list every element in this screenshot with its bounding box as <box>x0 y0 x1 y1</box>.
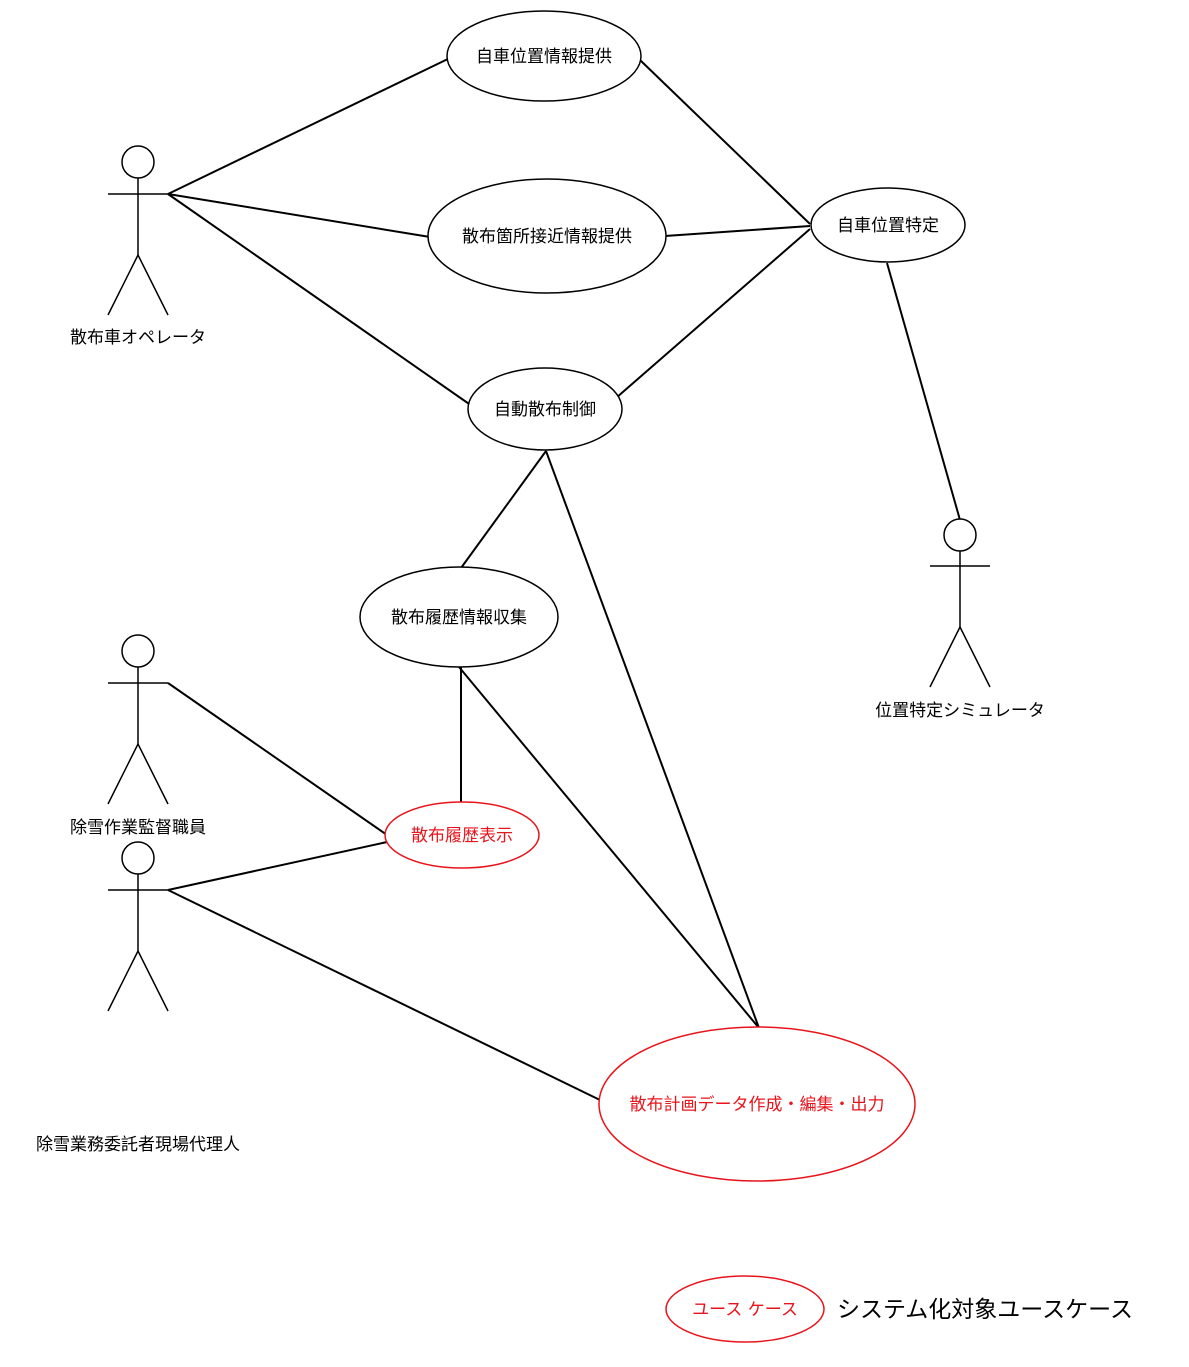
use-case-approach-info: 散布箇所接近情報提供 <box>427 178 667 294</box>
use-case-label: 散布箇所接近情報提供 <box>462 227 632 247</box>
actor-label: 位置特定シミュレータ <box>875 701 1045 721</box>
legend-sample-ellipse <box>665 1275 825 1343</box>
edge-history-collect-plan-data <box>458 666 760 1029</box>
actor-contractor: 除雪業務委託者現場代理人 <box>36 841 240 1155</box>
legend-description: システム化対象ユースケース <box>837 1297 1133 1323</box>
actor-supervisor: 除雪作業監督職員 <box>70 634 206 838</box>
use-case-label: 自車位置特定 <box>837 216 939 236</box>
use-case-auto-spread-control: 自動散布制御 <box>467 367 623 451</box>
edge-auto-spread-identify <box>615 228 811 399</box>
edge-auto-spread-plan-data <box>545 450 760 1029</box>
use-case-label: 散布計画データ作成・編集・出力 <box>630 1094 885 1115</box>
actor-label: 除雪業務委託者現場代理人 <box>36 1135 240 1155</box>
edge-approach-info-identify <box>664 225 811 237</box>
use-case-plan-data: 散布計画データ作成・編集・出力 <box>598 1026 916 1182</box>
edge-identify-simulator <box>886 262 961 521</box>
use-case-label: 自車位置情報提供 <box>476 47 612 67</box>
use-case-history-display: 散布履歴表示 <box>384 801 540 869</box>
actor-simulator: 位置特定シミュレータ <box>875 518 1045 721</box>
legend-sample-label: ユース ケース <box>692 1300 798 1320</box>
edge-supervisor-history-display <box>167 682 388 836</box>
use-case-own-position-identify: 自車位置特定 <box>810 187 966 263</box>
edge-own-position-info-identify <box>639 59 811 225</box>
use-case-label: 散布履歴表示 <box>411 826 513 846</box>
use-case-label: 散布履歴情報収集 <box>391 608 527 628</box>
use-case-history-collect: 散布履歴情報収集 <box>359 566 559 668</box>
edge-operator-auto-spread-control <box>167 193 473 407</box>
edge-operator-own-position-info <box>167 56 453 195</box>
edge-contractor-history-display <box>167 841 388 891</box>
use-case-own-position-info: 自車位置情報提供 <box>446 10 642 102</box>
use-case-label: 自動散布制御 <box>494 400 596 420</box>
actor-label: 散布車オペレータ <box>70 328 206 348</box>
associations <box>167 56 961 1101</box>
edge-operator-approach-info <box>167 193 431 238</box>
actor-operator: 散布車オペレータ <box>70 145 206 348</box>
edge-auto-spread-history-collect <box>460 450 547 569</box>
edge-contractor-plan-data <box>167 889 601 1101</box>
actor-label: 除雪作業監督職員 <box>70 818 206 838</box>
legend: ユース ケース システム化対象ユースケース <box>665 1275 1133 1343</box>
